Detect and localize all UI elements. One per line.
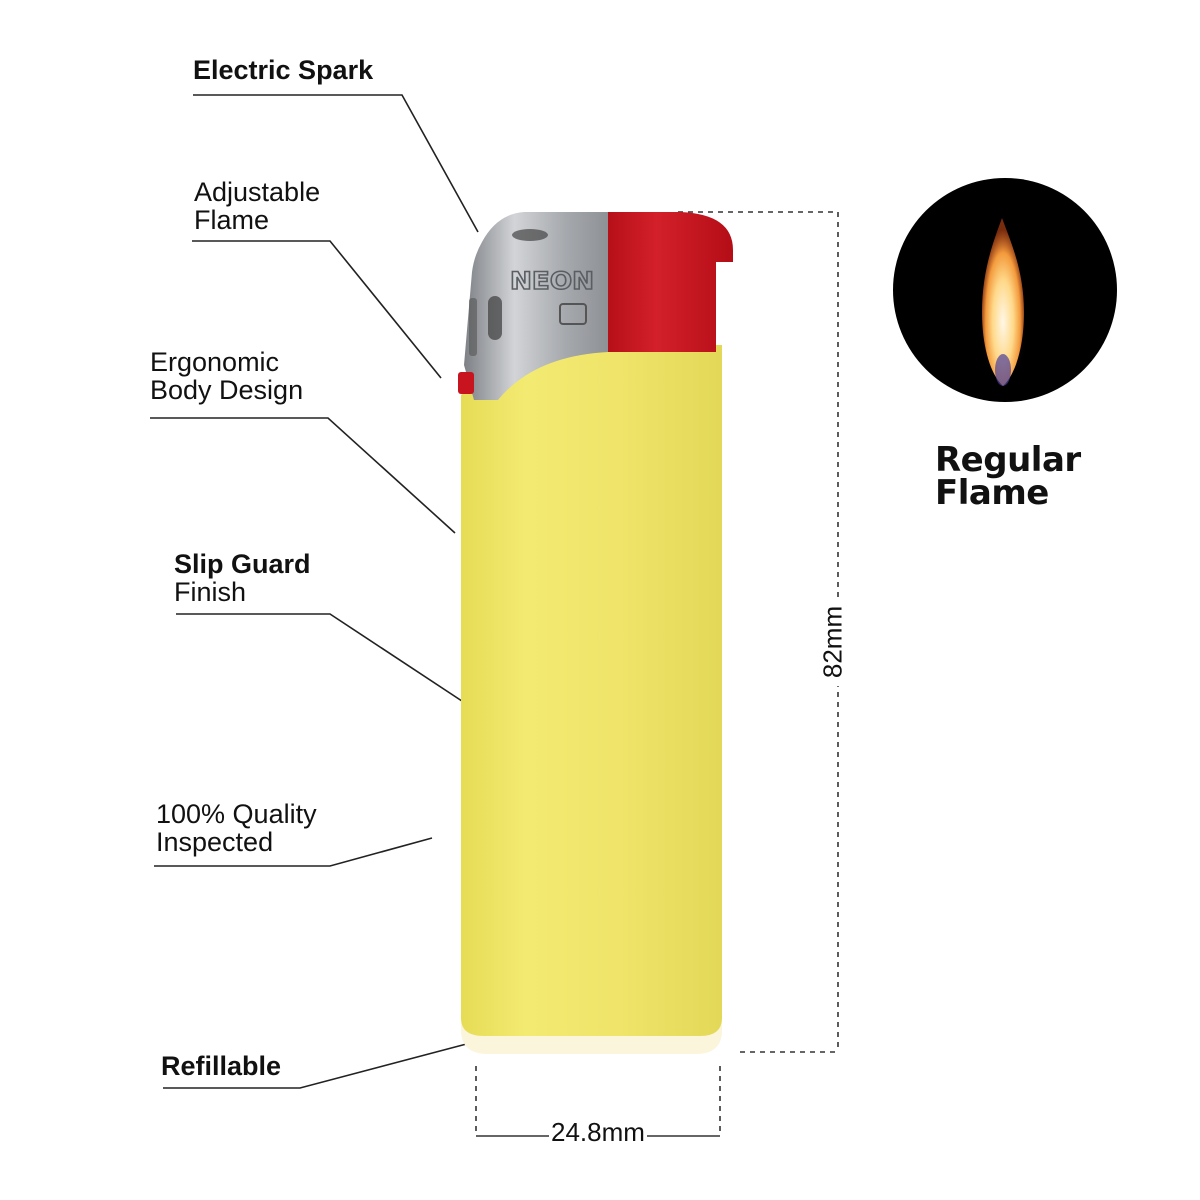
feature-adjustable-line2: Flame [194,205,270,235]
feature-refillable-label: Refillable [161,1051,282,1081]
feature-electric-spark: Electric Spark [193,56,373,84]
leader-refillable [163,1041,475,1089]
feature-quality-line2: Inspected [156,827,274,857]
lighter-trigger [458,372,474,394]
lighter-brand: NEON [510,267,594,295]
feature-slip-line2: Finish [174,577,247,607]
feature-adjustable-line1: Adjustable [194,177,321,207]
feature-adjustable-flame: Adjustable Flame [194,178,320,234]
lighter-body [461,345,722,1036]
flame-icon [982,218,1024,386]
feature-refillable: Refillable [161,1052,281,1080]
flame-badge-line1: Regular [935,440,1081,480]
feature-ergonomic: Ergonomic Body Design [150,348,303,404]
feature-electric-spark-label: Electric Spark [193,55,374,85]
leader-quality [154,837,433,867]
leader-electric-spark [193,94,479,233]
lighter-hood [464,212,608,400]
feature-slip-guard: Slip Guard Finish [174,550,311,606]
flame-badge [893,178,1117,402]
flame-badge-line2: Flame [935,473,1049,513]
feature-ergonomic-line1: Ergonomic [150,347,280,377]
callout-lines [150,94,479,1089]
leader-adjustable-flame [192,240,442,379]
feature-ergonomic-line2: Body Design [150,375,304,405]
flame-badge-title: Regular Flame [935,440,1081,513]
width-dimension-label: 24.8mm [549,1117,647,1148]
leader-slip-guard [176,613,472,708]
feature-quality: 100% Quality Inspected [156,800,317,856]
feature-quality-line1: 100% Quality [156,799,317,829]
feature-slip-line1: Slip Guard [174,549,311,579]
lighter-cap [606,212,733,352]
lighter: NEON [458,212,733,1054]
height-dimension-label: 82mm [817,597,849,687]
leader-ergonomic [150,417,456,534]
